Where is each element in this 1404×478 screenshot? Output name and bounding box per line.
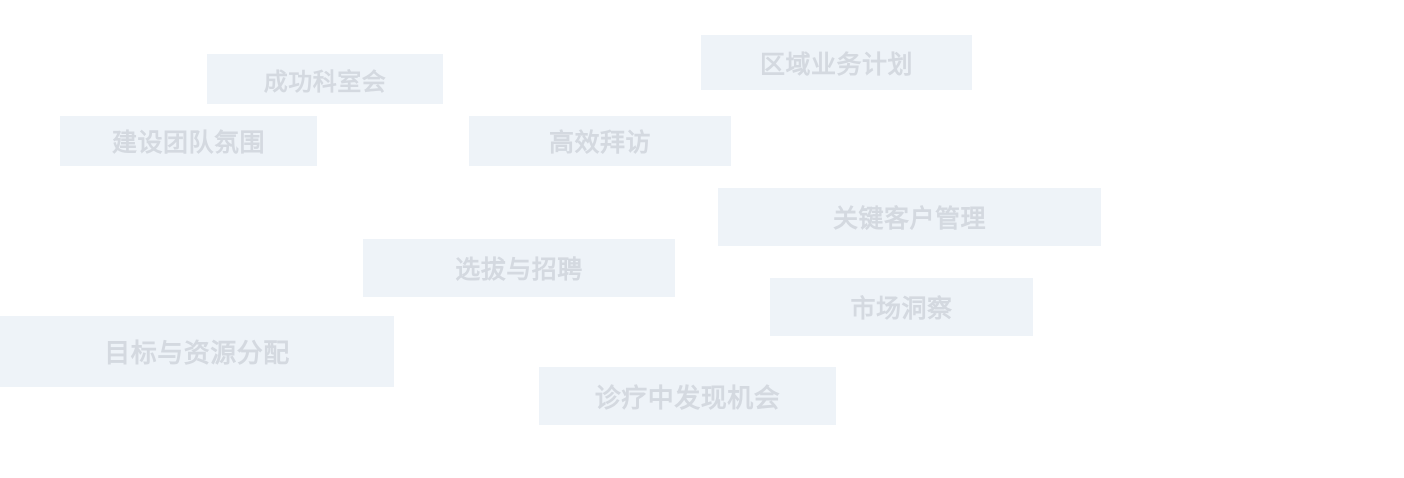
tag-regional-business-plan[interactable]: 区域业务计划	[701, 35, 972, 90]
tag-key-account-management[interactable]: 关键客户管理	[718, 188, 1101, 246]
tag-successful-department-meeting[interactable]: 成功科室会	[207, 54, 443, 104]
tag-label: 建设团队氛围	[111, 128, 265, 157]
tag-build-team-atmosphere[interactable]: 建设团队氛围	[60, 116, 317, 166]
tag-find-opportunities-in-treatment[interactable]: 诊疗中发现机会	[539, 367, 836, 425]
tag-label: 选拔与招聘	[455, 255, 583, 284]
tag-label: 关键客户管理	[832, 204, 986, 233]
tag-selection-and-recruitment[interactable]: 选拔与招聘	[363, 239, 675, 297]
tag-label: 诊疗中发现机会	[594, 383, 781, 414]
tag-market-insight[interactable]: 市场洞察	[770, 278, 1033, 336]
tag-goals-and-resource-allocation[interactable]: 目标与资源分配	[0, 316, 394, 387]
tag-label: 区域业务计划	[759, 49, 913, 79]
tag-label: 市场洞察	[850, 294, 953, 323]
tag-label: 成功科室会	[263, 67, 387, 96]
tag-label: 目标与资源分配	[104, 339, 290, 369]
tag-efficient-visits[interactable]: 高效拜访	[469, 116, 731, 166]
tag-label: 高效拜访	[548, 128, 651, 157]
